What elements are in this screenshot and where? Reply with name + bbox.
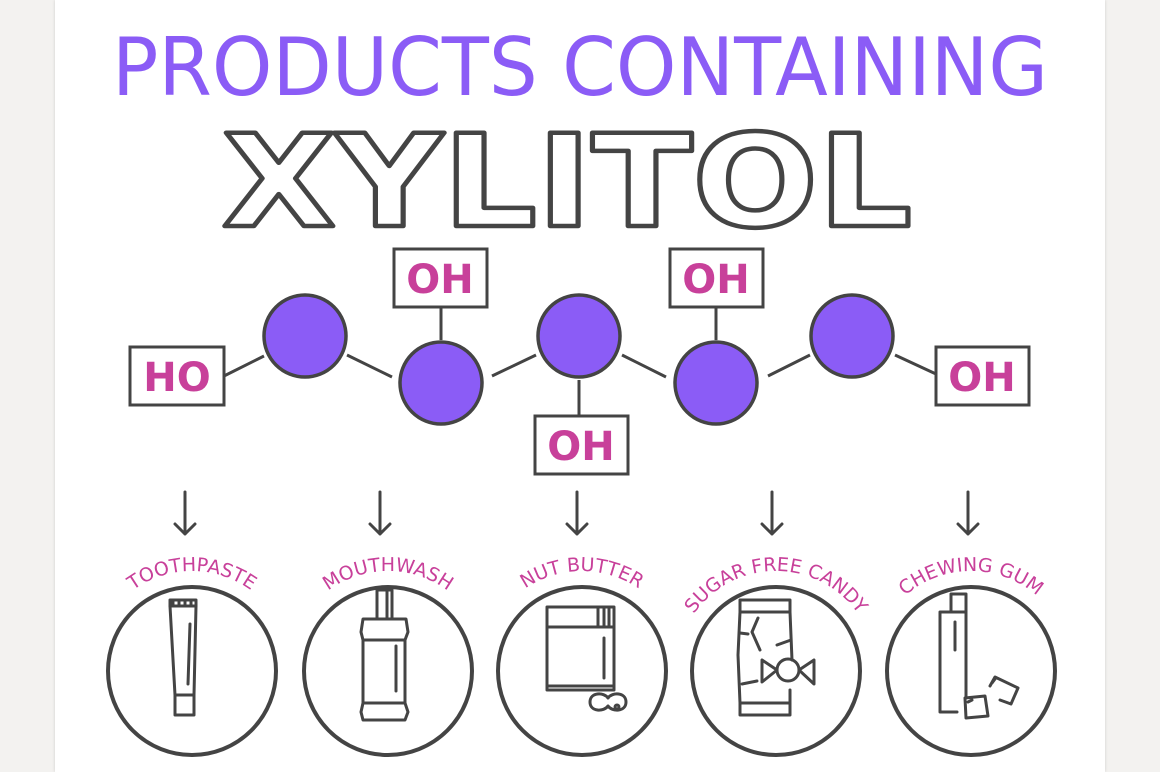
carbon-atom [809,293,895,379]
hydroxyl-label: OH [948,355,1015,401]
hydroxyl-label: OH [682,257,749,303]
carbon-atoms [262,293,895,426]
hydroxyl-groups: HO OH OH OH OH [128,247,1031,476]
toothpaste-tube-icon [168,598,198,717]
product-circle-mouthwash [302,585,474,757]
arrow-down-icon [956,490,980,536]
product-circle-chewing-gum [885,585,1057,757]
title-line-1: PRODUCTS CONTAINING [112,21,1048,114]
hydroxyl-label: HO [143,355,210,401]
mouthwash-bottle-icon [359,588,410,722]
arrow-down-icon [760,490,784,536]
carbon-atom [398,340,484,426]
product-circle-nut-butter [496,585,668,757]
arrows [173,490,980,536]
molecule-bonds [223,307,937,416]
nut-butter-jar-icon [545,605,628,712]
carbon-atom [262,293,348,379]
carbon-atom [536,293,622,379]
carbon-atom [673,340,759,426]
chewing-gum-icon [938,592,1020,720]
arrow-down-icon [368,490,392,536]
arrow-down-icon [173,490,197,536]
hydroxyl-label: OH [406,257,473,303]
arrow-down-icon [565,490,589,536]
product-circle-toothpaste [106,585,278,757]
candy-bag-icon [736,598,816,717]
hydroxyl-label: OH [547,424,614,470]
title-xylitol: XYLITOL [222,108,912,257]
